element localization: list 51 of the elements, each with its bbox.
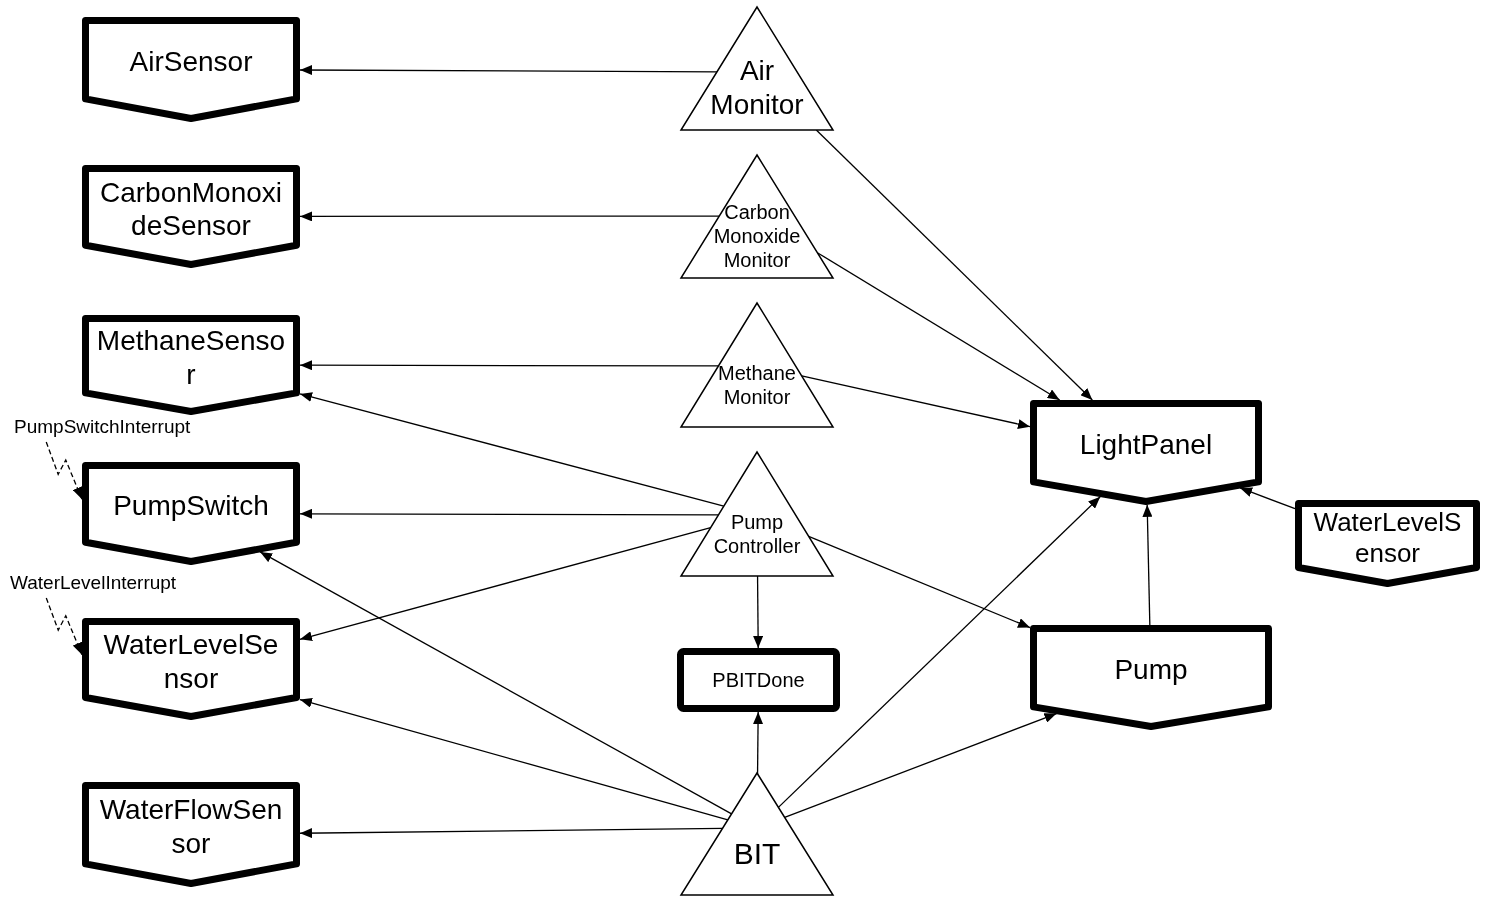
node-label: PBITDone [712,668,805,692]
arrow [299,392,725,507]
node-label: CarbonMonoxideSensor [98,175,284,243]
component-box [1030,625,1272,730]
arrow [801,375,1031,429]
node-label: Pump [1114,653,1188,687]
arrow [815,129,1093,401]
arrow [753,711,764,775]
node-label: Air Monitor [709,54,805,122]
task-triangle [681,155,833,278]
arrow [784,712,1058,819]
arrow [299,526,712,641]
task-triangle [681,303,833,427]
component-box [1295,500,1480,587]
task-triangle [681,773,833,895]
arrow [259,551,733,815]
node-label: Methane Monitor [717,360,797,409]
arrow [816,252,1061,401]
node-label: AirSensor [129,45,253,79]
arrow [1239,487,1296,510]
node-label: Carbon Monoxide Monitor [712,200,802,273]
interrupt-label: WaterLevelInterrupt [10,572,177,595]
signal-box [677,648,840,712]
node-label: PumpSwitch [113,489,269,523]
task-triangle [681,452,833,576]
arrow [753,575,764,649]
node-label: MethaneSensor [96,324,286,392]
node-label: LightPanel [1079,428,1213,462]
interrupt-arrow [45,597,83,656]
arrow [777,496,1101,808]
component-box [82,165,300,268]
node-label: BIT [732,835,782,872]
component-box [82,462,300,565]
arrow [299,698,729,821]
node-label: WaterLevelSensor [1312,506,1463,569]
component-box [82,315,300,415]
component-box [1030,400,1262,505]
node-label: Pump Controller [712,509,802,558]
arrow [299,211,720,222]
component-box [82,618,300,720]
interrupt-label: PumpSwitchInterrupt [14,416,191,439]
arrow [1142,504,1153,626]
node-label: WaterFlowSensor [98,793,284,861]
arrow [808,535,1031,629]
component-box [82,782,300,887]
task-triangle [681,7,833,130]
component-box [82,17,300,122]
arrow [299,65,718,76]
node-label: WaterLevelSensor [102,628,280,696]
arrow [299,827,724,839]
interrupt-arrow [45,441,83,500]
